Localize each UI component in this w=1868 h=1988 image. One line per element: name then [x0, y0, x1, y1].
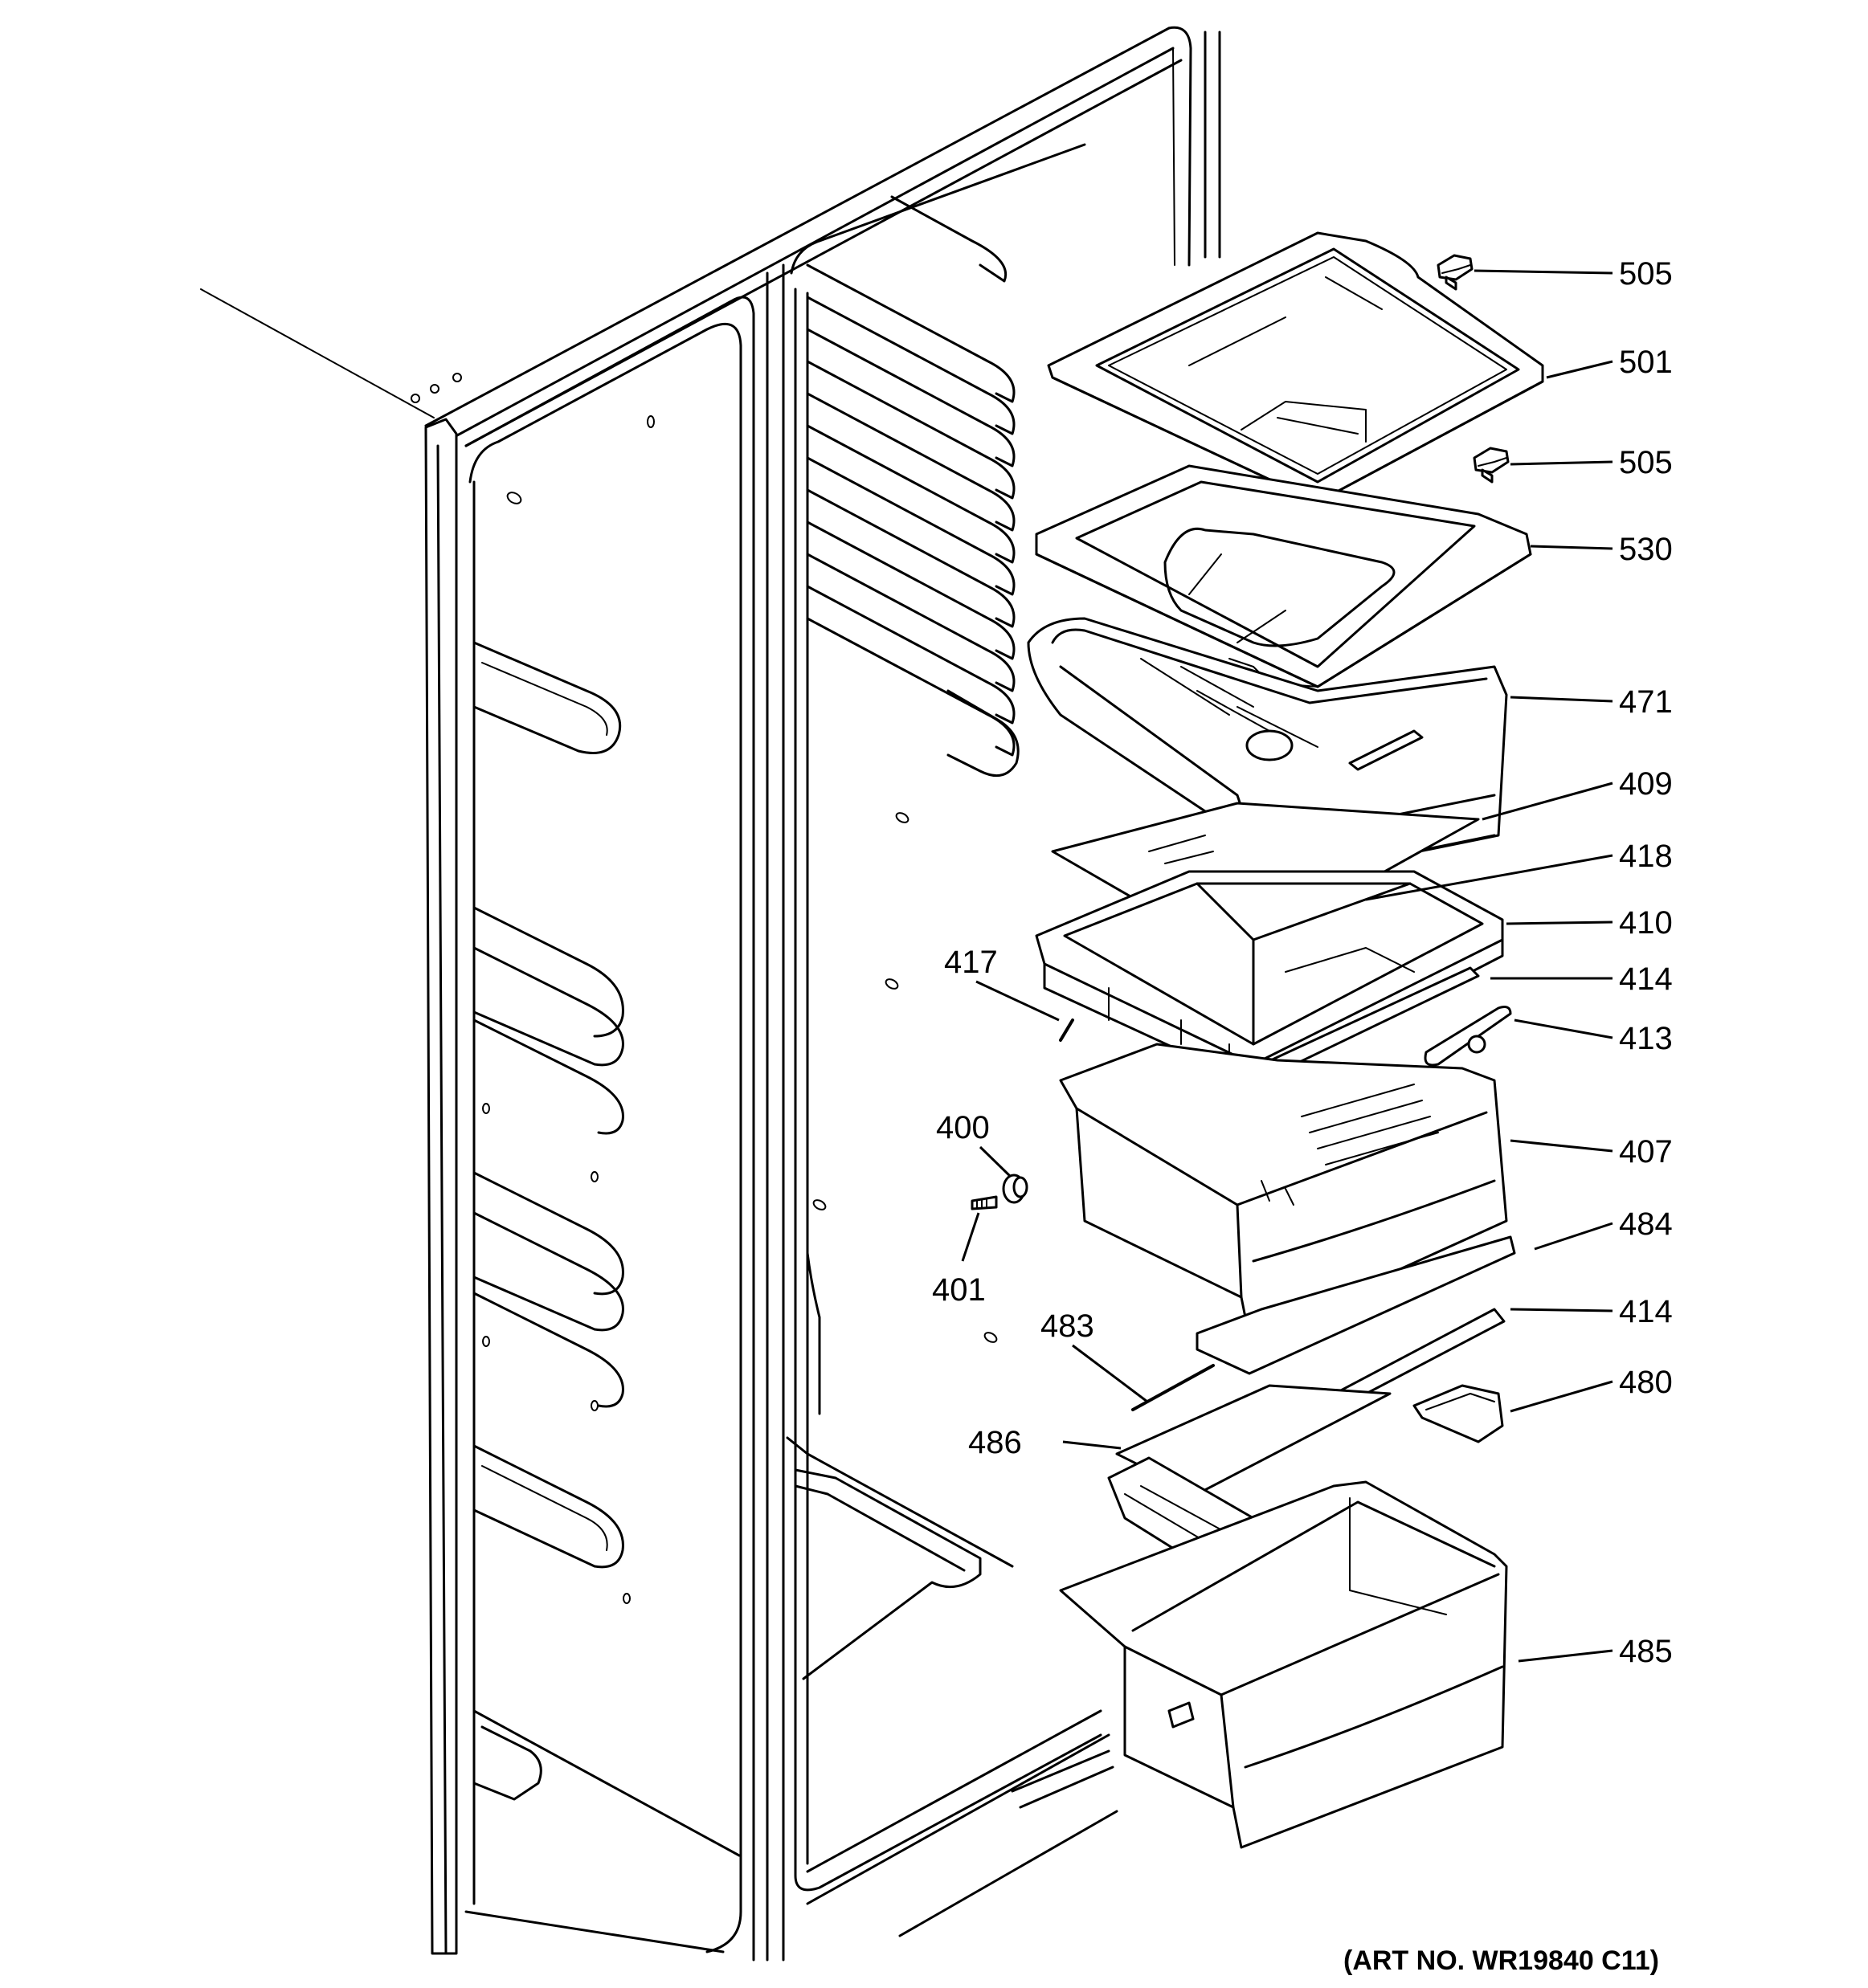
leader-line-407: [1510, 1139, 1613, 1153]
freezer-liner-shelf-ribs: [806, 195, 1020, 778]
callout-label-400: 400: [936, 1110, 990, 1145]
part-407-crisper-drawer: [1059, 1043, 1508, 1339]
leader-line-400: [979, 1145, 1012, 1178]
leader-line-480: [1510, 1380, 1613, 1413]
art-number: (ART NO. WR19840 C11): [1343, 1945, 1659, 1976]
callout-label-505: 505: [1619, 445, 1673, 480]
part-505-clip-top: [1437, 254, 1474, 291]
callout-label-409: 409: [1619, 766, 1673, 802]
callout-label-486: 486: [968, 1425, 1022, 1460]
leader-line-483: [1072, 1344, 1148, 1403]
callout-label-530: 530: [1619, 532, 1673, 567]
part-400-bushing: [1002, 1174, 1028, 1204]
callout-labels: 505 501 505 530 471 409 418 410 414 413 407 484 414 4…: [932, 256, 1673, 1669]
leader-line-501: [1546, 360, 1613, 379]
part-485-bottom-drawer: [1059, 1480, 1508, 1849]
part-530-shelf: [1035, 464, 1532, 688]
callout-label-417: 417: [944, 945, 998, 980]
callout-label-414: 414: [1619, 1294, 1673, 1329]
leader-line-417: [975, 980, 1060, 1022]
callout-label-407: 407: [1619, 1134, 1673, 1170]
callout-label-410: 410: [1619, 905, 1673, 941]
leader-line-414: [1510, 1308, 1613, 1312]
leader-line-530: [1530, 545, 1613, 550]
refrigerator-cabinet-liner: [200, 26, 1221, 1961]
leader-line-486: [1062, 1440, 1122, 1450]
leader-line-409: [1482, 782, 1613, 821]
liner-holes: [482, 415, 655, 1604]
part-484-cover: [1196, 1235, 1516, 1375]
callout-label-413: 413: [1619, 1021, 1673, 1056]
callout-label-418: 418: [1619, 839, 1673, 874]
leader-line-401: [961, 1212, 980, 1262]
callout-label-505: 505: [1619, 256, 1673, 292]
callout-label-414: 414: [1619, 961, 1673, 997]
part-501-glass-shelf: [1047, 231, 1544, 504]
leader-line-484: [1534, 1222, 1613, 1251]
part-401-screw: [971, 1195, 998, 1210]
callout-label-480: 480: [1619, 1365, 1673, 1400]
leader-line-505: [1474, 269, 1613, 275]
part-483-slide: [1131, 1364, 1215, 1411]
callout-label-485: 485: [1619, 1634, 1673, 1669]
part-413-rod: [1424, 1006, 1512, 1067]
leader-line-410: [1506, 921, 1613, 925]
part-505-clip-lower: [1473, 447, 1510, 484]
callout-label-484: 484: [1619, 1206, 1673, 1242]
left-liner-shelf-supports: [472, 641, 624, 1569]
leader-line-505: [1510, 460, 1613, 466]
callout-label-501: 501: [1619, 345, 1673, 380]
callout-leader-lines: [961, 269, 1613, 1663]
callout-label-483: 483: [1040, 1308, 1094, 1344]
leader-line-485: [1518, 1649, 1613, 1663]
part-417-slide: [1059, 1018, 1074, 1042]
callout-label-401: 401: [932, 1272, 986, 1308]
leader-line-418: [1365, 854, 1613, 901]
callout-label-471: 471: [1619, 684, 1673, 720]
leader-line-471: [1510, 696, 1613, 703]
leader-line-413: [1514, 1018, 1613, 1039]
